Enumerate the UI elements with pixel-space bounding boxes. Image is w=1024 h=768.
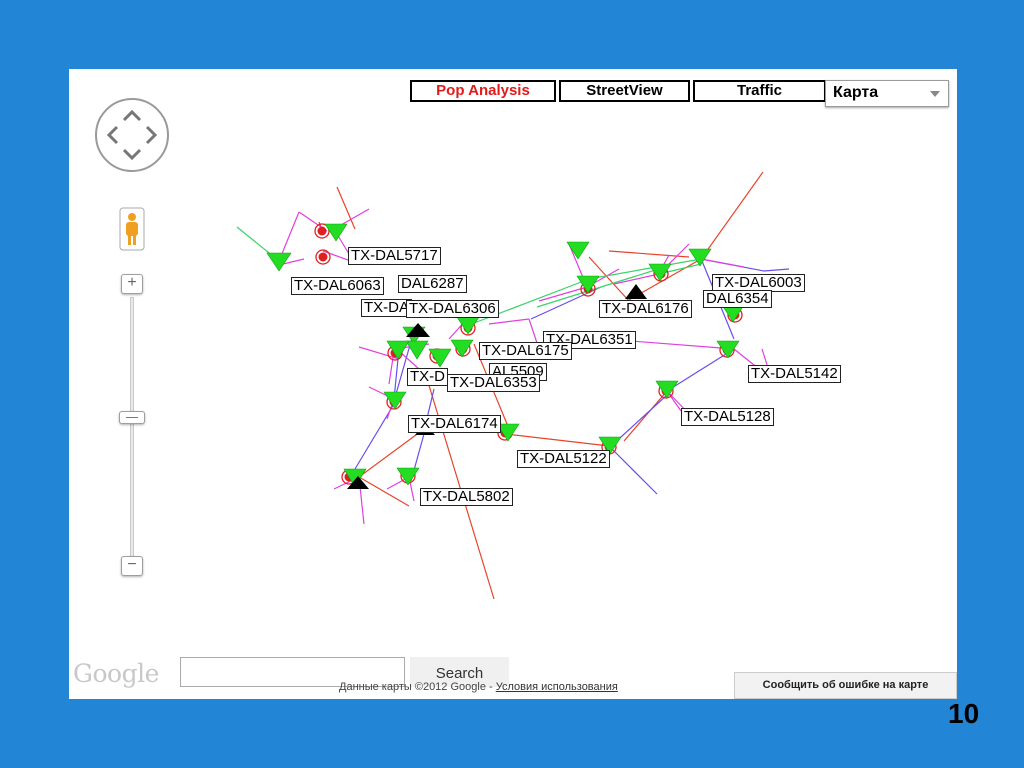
site-label[interactable]: TX-DA — [361, 299, 412, 317]
zoom-in-button[interactable]: + — [121, 274, 143, 294]
search-button[interactable]: Search — [410, 657, 509, 687]
site-label[interactable]: TX-DAL6353 — [447, 374, 540, 392]
zoom-slider-thumb[interactable] — [119, 411, 145, 424]
pan-control[interactable] — [93, 96, 171, 174]
map-view[interactable]: TX-DAL5717 TX-DAL6063 DAL6287 TX-DA TX-D… — [69, 69, 957, 699]
site-label[interactable]: TX-DAL6063 — [291, 277, 384, 295]
pan-up-icon[interactable] — [122, 109, 142, 122]
site-label[interactable]: TX-DAL5802 — [420, 488, 513, 506]
map-type-dropdown[interactable]: Карта — [825, 80, 949, 107]
site-label[interactable]: DAL6354 — [703, 290, 772, 308]
site-label[interactable]: TX-D — [407, 368, 448, 386]
pan-right-icon[interactable] — [145, 125, 158, 145]
green-site-triangles — [266, 223, 745, 488]
site-label[interactable]: TX-DAL6176 — [599, 300, 692, 318]
site-label[interactable]: TX-DAL6174 — [408, 415, 501, 433]
site-label[interactable]: TX-DAL6175 — [479, 342, 572, 360]
pop-analysis-button[interactable]: Pop Analysis — [410, 80, 556, 102]
streetview-button[interactable]: StreetView — [559, 80, 690, 102]
terms-of-use-link[interactable]: Условия использования — [495, 681, 618, 693]
zoom-out-button[interactable]: − — [121, 556, 143, 576]
site-label[interactable]: TX-DAL5717 — [348, 247, 441, 265]
site-label[interactable]: TX-DAL6306 — [406, 300, 499, 318]
map-type-value: Карта — [833, 84, 879, 101]
site-label[interactable]: TX-DAL5122 — [517, 450, 610, 468]
zoom-slider-track[interactable] — [130, 297, 134, 567]
site-label[interactable]: DAL6287 — [398, 275, 467, 293]
report-map-error-link[interactable]: Сообщить об ошибке на карте — [734, 672, 957, 699]
pan-left-icon[interactable] — [106, 125, 119, 145]
attribution-separator: - — [485, 681, 496, 693]
red-links — [318, 171, 764, 600]
site-label[interactable]: TX-DAL5142 — [748, 365, 841, 383]
chevron-down-icon — [930, 91, 940, 97]
site-label[interactable]: TX-DAL6003 — [712, 274, 805, 292]
pegman-icon[interactable] — [119, 207, 145, 251]
pan-down-icon[interactable] — [122, 148, 142, 161]
slide-page-number: 10 — [948, 698, 980, 729]
map-data-credit: Данные карты ©2012 Google — [339, 681, 486, 693]
traffic-button[interactable]: Traffic — [693, 80, 826, 102]
map-attribution: Данные карты ©2012 Google - Условия испо… — [339, 677, 618, 698]
google-logo[interactable]: Google — [73, 659, 159, 688]
site-label[interactable]: TX-DAL5128 — [681, 408, 774, 426]
search-input[interactable] — [180, 657, 405, 687]
